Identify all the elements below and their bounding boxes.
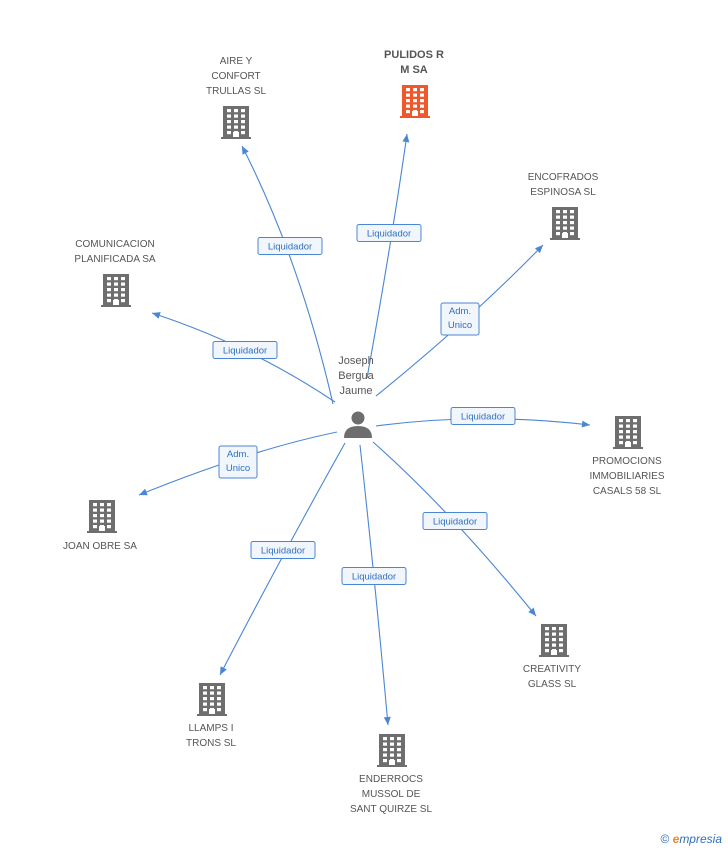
- role-tag-promociones[interactable]: Liquidador: [450, 407, 516, 425]
- arrow-head: [152, 312, 161, 319]
- company-name-line: CASALS 58 SL: [593, 486, 662, 497]
- role-label: Liquidador: [367, 229, 411, 240]
- role-label: Unico: [226, 463, 250, 474]
- building-icon[interactable]: [101, 274, 131, 307]
- role-label: Liquidador: [352, 572, 396, 583]
- person-name-line: Bergua: [338, 370, 374, 382]
- role-label: Liquidador: [433, 517, 477, 528]
- company-label-aire[interactable]: AIRE Y CONFORT TRULLAS SL: [206, 56, 266, 97]
- person-name-line: Jaume: [339, 385, 372, 397]
- company-name-line: GLASS SL: [528, 679, 577, 690]
- building-icon[interactable]: [197, 683, 227, 716]
- company-name-line: ESPINOSA SL: [530, 187, 596, 198]
- copyright-icon: ©: [660, 832, 670, 846]
- building-icon[interactable]: [539, 624, 569, 657]
- role-tag-joan[interactable]: Adm. Unico: [218, 445, 258, 479]
- company-name-line: TRULLAS SL: [206, 86, 266, 97]
- company-name-line: AIRE Y: [220, 56, 253, 67]
- building-icon[interactable]: [550, 207, 580, 240]
- brand-logo-initial: e: [672, 832, 680, 846]
- arrow-head: [581, 420, 590, 428]
- role-label: Adm.: [449, 306, 471, 317]
- company-name-line: ENCOFRADOS: [528, 172, 599, 183]
- company-name-line: IMMOBILIARIES: [589, 471, 664, 482]
- brand-name: mpresia: [679, 832, 722, 846]
- building-icon[interactable]: [613, 416, 643, 449]
- company-label-enderrocs[interactable]: ENDERROCS MUSSOL DE SANT QUIRZE SL: [350, 774, 432, 815]
- company-name-line: COMUNICACION: [75, 239, 154, 250]
- company-name-line: ENDERROCS: [359, 774, 423, 785]
- company-label-pulidos[interactable]: PULIDOS R M SA: [384, 49, 444, 76]
- arrow-head: [242, 146, 249, 155]
- role-tag-llamps[interactable]: Liquidador: [250, 541, 316, 559]
- arrow-head: [534, 245, 543, 254]
- edge-pulidos: [366, 133, 408, 379]
- company-name-line: PROMOCIONS: [592, 456, 662, 467]
- building-icon[interactable]: [221, 106, 251, 139]
- role-label: Unico: [448, 320, 472, 331]
- company-label-creativity[interactable]: CREATIVITY GLASS SL: [523, 664, 581, 690]
- company-name-line: M SA: [400, 64, 428, 76]
- company-label-joan[interactable]: JOAN OBRE SA: [63, 541, 137, 552]
- role-label: Liquidador: [461, 412, 505, 423]
- building-icon[interactable]: [400, 85, 430, 118]
- company-label-comunicacion[interactable]: COMUNICACION PLANIFICADA SA: [74, 239, 155, 265]
- role-tag-creativity[interactable]: Liquidador: [422, 512, 488, 530]
- company-name-line: LLAMPS I: [188, 723, 233, 734]
- person-name-line: Joseph: [338, 355, 373, 367]
- role-tag-pulidos[interactable]: Liquidador: [356, 224, 422, 242]
- role-label: Liquidador: [261, 546, 305, 557]
- arrow-head: [383, 716, 391, 725]
- company-name-line: PULIDOS R: [384, 49, 444, 61]
- arrow-head: [402, 134, 410, 143]
- company-name-line: JOAN OBRE SA: [63, 541, 137, 552]
- company-name-line: PLANIFICADA SA: [74, 254, 155, 265]
- company-label-encofrados[interactable]: ENCOFRADOS ESPINOSA SL: [528, 172, 599, 198]
- company-label-promociones[interactable]: PROMOCIONS IMMOBILIARIES CASALS 58 SL: [589, 456, 664, 497]
- role-label: Liquidador: [268, 242, 312, 253]
- arrow-head: [220, 666, 227, 675]
- role-tag-enderrocs[interactable]: Liquidador: [341, 567, 407, 585]
- building-icon[interactable]: [377, 734, 407, 767]
- role-label: Liquidador: [223, 346, 267, 357]
- company-name-line: TRONS SL: [186, 738, 236, 749]
- brand-footer[interactable]: © empresia: [660, 832, 722, 846]
- company-name-line: CONFORT: [211, 71, 260, 82]
- arrow-head: [528, 607, 536, 616]
- arrow-head: [139, 488, 148, 496]
- edge-aire: [241, 145, 334, 405]
- company-label-llamps[interactable]: LLAMPS I TRONS SL: [186, 723, 236, 749]
- building-icon[interactable]: [87, 500, 117, 533]
- role-label: Adm.: [227, 449, 249, 460]
- company-name-line: CREATIVITY: [523, 664, 581, 675]
- role-tag-comunicacion[interactable]: Liquidador: [212, 341, 278, 359]
- role-tag-aire[interactable]: Liquidador: [257, 237, 323, 255]
- person-icon[interactable]: [344, 411, 372, 439]
- company-name-line: MUSSOL DE: [362, 789, 421, 800]
- role-tag-encofrados[interactable]: Adm. Unico: [440, 302, 480, 336]
- company-name-line: SANT QUIRZE SL: [350, 804, 432, 815]
